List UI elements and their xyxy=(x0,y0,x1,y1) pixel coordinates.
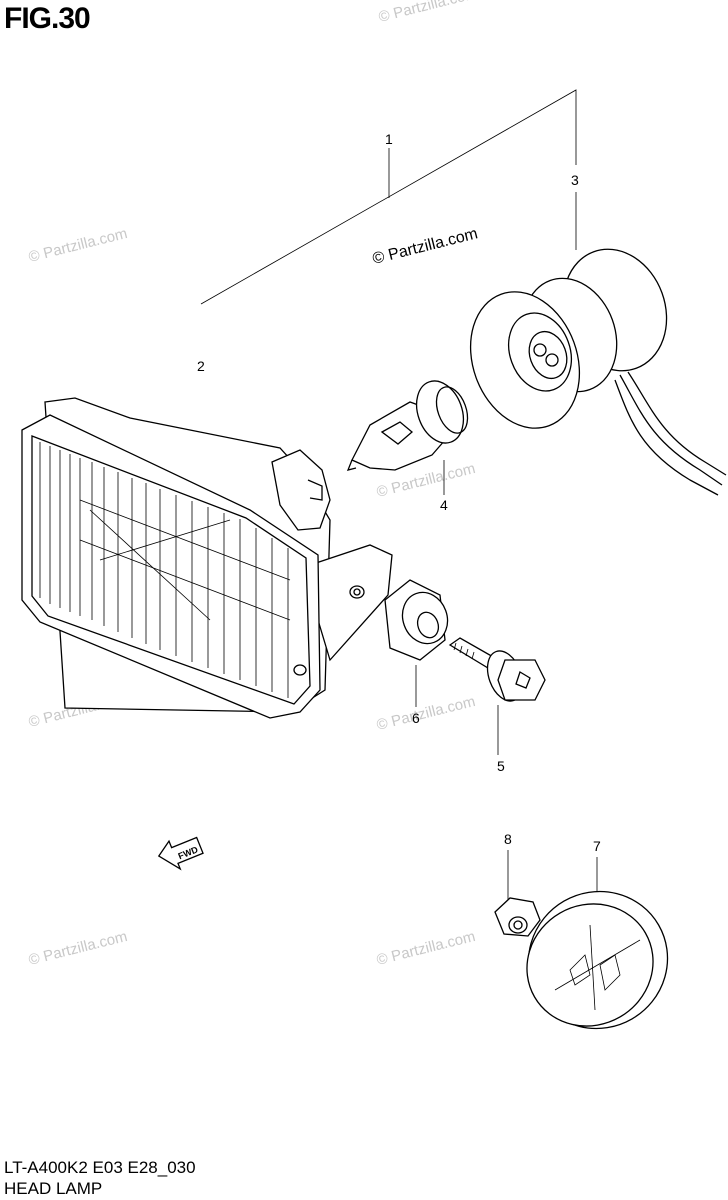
callout-1-label: 1 xyxy=(385,131,393,147)
watermark-main-text: © Partzilla.com xyxy=(371,225,480,268)
watermark-text: © Partzilla.com xyxy=(27,225,129,266)
callout-2-label: 2 xyxy=(197,358,205,374)
callout-8-label: 8 xyxy=(504,831,512,847)
watermark-text: © Partzilla.com xyxy=(375,928,477,969)
forward-direction-arrow-icon: FWD xyxy=(157,836,204,871)
bulb-part xyxy=(346,380,469,471)
callout-4-label: 4 xyxy=(440,497,448,513)
cap-part xyxy=(526,890,669,1030)
watermark-text: © Partzilla.com xyxy=(27,928,129,969)
callout-7-label: 7 xyxy=(593,838,601,854)
grommet-part xyxy=(384,579,449,661)
nut-part xyxy=(494,897,541,937)
headlamp-housing-part xyxy=(21,397,393,719)
callout-5-label: 5 xyxy=(497,758,505,774)
model-code: LT-A400K2 E03 E28_030 xyxy=(4,1158,196,1177)
callout-3-label: 3 xyxy=(571,172,579,188)
figure-title: FIG.30 xyxy=(4,2,91,35)
watermark-text: © Partzilla.com xyxy=(375,693,477,734)
bolt-part xyxy=(448,637,546,702)
leader-lines xyxy=(415,460,598,900)
section-name: HEAD LAMP xyxy=(4,1179,103,1198)
watermark-text: © Partzilla.com xyxy=(377,0,479,26)
assembly-bracket-lines xyxy=(200,89,577,305)
callout-6-label: 6 xyxy=(412,710,420,726)
socket-part xyxy=(469,248,727,496)
